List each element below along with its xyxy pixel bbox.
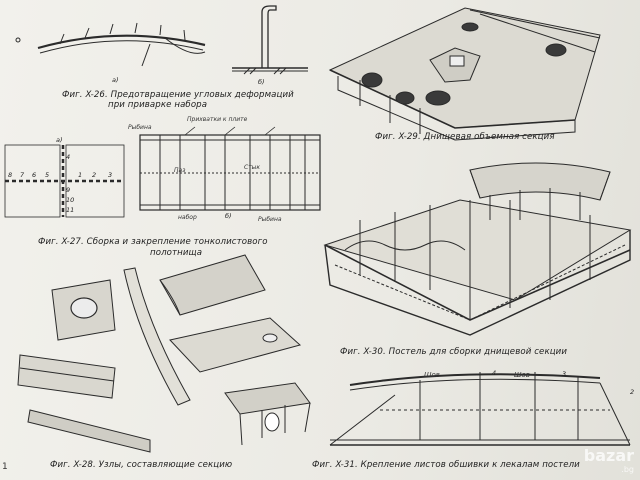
fig27-label-nabor: набор [178,214,197,221]
fig27-label-rybina-bottom: Рыбина [258,216,282,223]
fig27-caption-line1: Фиг. X-27. Сборка и закрепление тонколис… [38,237,268,247]
fig27-caption-line2: полотнища [150,248,203,258]
fig26-caption-line2: при приварке набора [108,100,208,110]
fig31-label-2: 2 [630,388,635,396]
fig31-label-shov-2: Шов [514,371,530,379]
fig28-drawing [17,254,311,453]
watermark-brand: bazar [583,446,634,465]
fig26-caption-line1: Фиг. X-26. Предотвращение угловых деформ… [62,90,294,100]
fig29-drawing [328,7,601,141]
fig27-sub-a: а) [56,136,63,144]
fig27-label-styk: Стык [244,164,261,171]
fig27-num-4: 4 [66,153,71,161]
fig31-label-3: 3 [562,370,567,378]
fig27-sub-b: б) [225,212,232,220]
fig31-label-4: 4 [492,369,497,377]
fig28-caption: Фиг. X-28. Узлы, составляющие секцию [50,460,233,470]
fig27-label-rybina-top: Рыбина [128,124,152,131]
fig27b-drawing [139,126,321,211]
fig27a-drawing [4,144,125,218]
fig27-num-3: 3 [108,171,113,179]
fig27-label-prikh: Прихватки к плите [187,116,248,123]
fig27-num-6: 6 [32,171,37,179]
watermark-logo: bazar.bg [584,446,634,474]
fig29-caption: Фиг. X-29. Днищевая объемная секция [375,132,555,142]
fig27-num-10: 10 [66,196,75,204]
fig26a-drawing [15,22,206,67]
fig26-sub-a: а) [112,76,119,84]
fig30-caption: Фиг. X-30. Постель для сборки днищевой с… [340,347,568,357]
fig31-label-shov-1: Шов [424,371,440,379]
fig31-caption: Фиг. X-31. Крепление листов обшивки к ле… [312,460,580,470]
fig26b-drawing [232,5,308,75]
fig27-num-9: 9 [66,186,71,194]
fig27-num-7: 7 [20,171,25,179]
fig27-num-2: 2 [92,171,97,179]
fig26-sub-b: б) [258,78,265,86]
fig30-drawing [323,162,632,336]
fig27-num-1: 1 [78,171,83,179]
fig27-num-5: 5 [45,171,50,179]
watermark-domain: .bg [621,465,634,474]
fig27-num-8: 8 [8,171,13,179]
fig27-num-11: 11 [66,206,75,214]
fig27-label-paz: Паз [174,167,186,174]
corner-number: 1 [2,462,8,472]
fig31-drawing [329,372,631,446]
